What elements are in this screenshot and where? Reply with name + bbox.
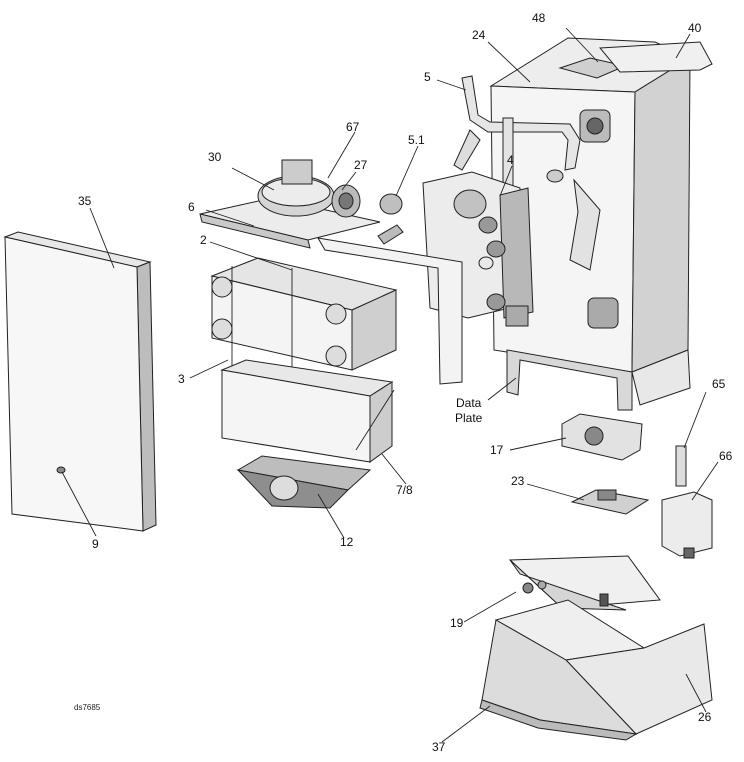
label-5: 5 <box>424 70 431 84</box>
combustion-chamber <box>220 359 395 463</box>
label-66: 66 <box>719 449 733 463</box>
pipework <box>453 75 581 214</box>
label-3: 3 <box>178 372 185 386</box>
lower-fascia <box>479 599 713 741</box>
label-9: 9 <box>92 537 99 551</box>
label-67: 67 <box>346 120 360 134</box>
drawing-reference: ds7685 <box>74 703 101 712</box>
label-35: 35 <box>78 194 92 208</box>
label-65: 65 <box>712 377 726 391</box>
burner <box>236 455 372 509</box>
label-27: 27 <box>354 158 368 172</box>
label-data-plate-line1: Data <box>456 396 482 410</box>
label-data-plate-line2: Plate <box>455 411 483 425</box>
gas-valve <box>561 413 643 461</box>
label-6: 6 <box>188 200 195 214</box>
boiler-chassis <box>489 37 713 411</box>
leader-lines <box>61 27 719 743</box>
label-26: 26 <box>698 710 712 724</box>
label-17: 17 <box>490 443 504 457</box>
label-19: 19 <box>450 616 464 630</box>
label-30: 30 <box>208 150 222 164</box>
label-2: 2 <box>200 233 207 247</box>
support-bracket <box>317 193 463 385</box>
label-24: 24 <box>472 28 486 42</box>
label-37: 37 <box>432 740 446 754</box>
fan-assembly <box>199 159 381 249</box>
label-40: 40 <box>688 21 702 35</box>
label-48: 48 <box>532 11 546 25</box>
label-4: 4 <box>507 153 514 167</box>
label-5-1: 5.1 <box>408 133 425 147</box>
front-case-panel <box>3 231 157 532</box>
sensor-assembly <box>661 445 713 559</box>
label-23: 23 <box>511 474 525 488</box>
label-12: 12 <box>340 535 354 549</box>
label-7-8: 7/8 <box>396 483 413 497</box>
control-box <box>508 555 661 611</box>
control-pcb <box>570 489 650 515</box>
